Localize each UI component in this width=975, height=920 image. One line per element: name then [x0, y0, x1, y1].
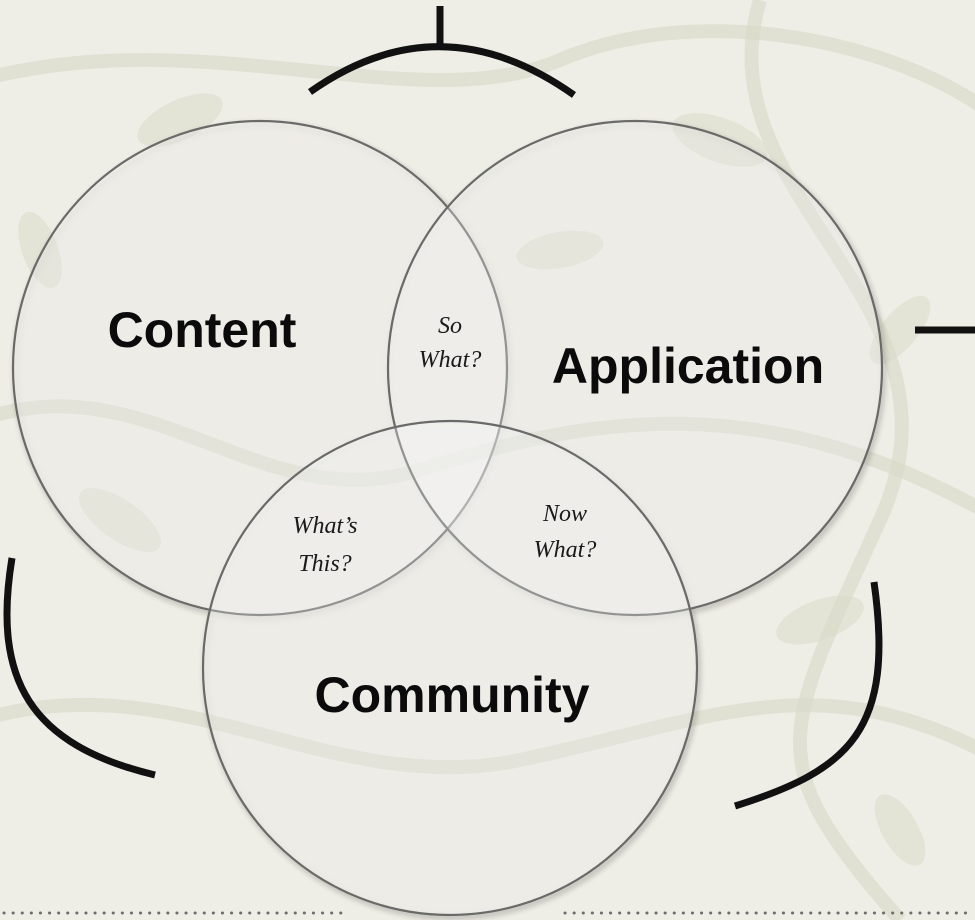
whats-this-line2: This? — [298, 551, 351, 577]
right-bracket — [733, 581, 883, 810]
content-label: Content — [108, 302, 297, 358]
whats-this-line1: What’s — [293, 513, 358, 539]
community-circle — [201, 419, 699, 917]
left-bracket — [3, 557, 156, 779]
community-label: Community — [315, 667, 590, 723]
top-bracket — [307, 43, 577, 98]
now-what-line1: Now — [542, 501, 587, 527]
so-what-line1: So — [438, 313, 462, 339]
so-what-line2: What? — [419, 347, 482, 373]
now-what-line2: What? — [534, 537, 597, 563]
application-label: Application — [552, 338, 824, 394]
